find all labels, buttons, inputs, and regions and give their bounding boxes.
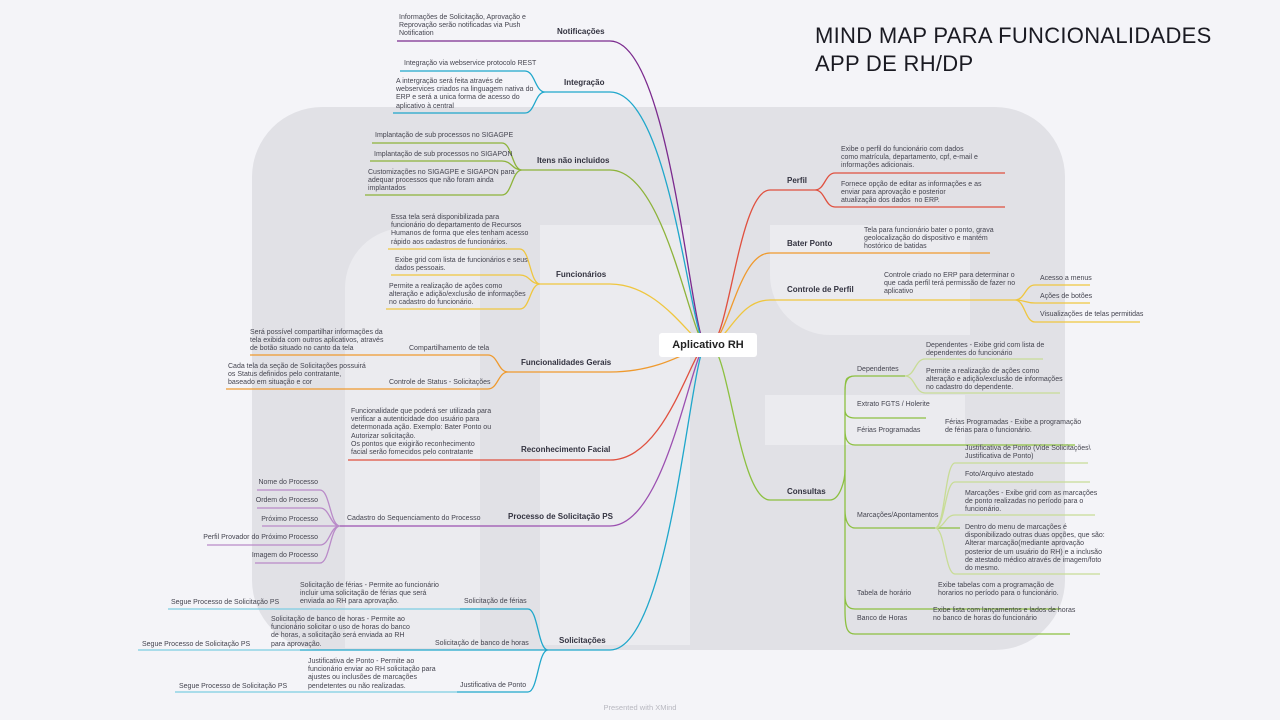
node-funcionarios[interactable]: Funcionários (556, 270, 607, 279)
node-text: Segue Processo de Solicitação PS (179, 683, 288, 690)
node-text: Essa tela será disponibilizada para func… (391, 214, 529, 246)
node-itens-nao-incluidos[interactable]: Itens não incluidos (537, 156, 610, 165)
node-text: A intergração será feita através de webs… (396, 78, 534, 110)
node-text: Segue Processo de Solicitação PS (171, 599, 280, 606)
node-text: Imagem do Processo (251, 552, 318, 559)
node-solicitacao-ferias[interactable]: Solicitação de férias (464, 598, 527, 605)
node-text: Será possível compartilhar informações d… (250, 329, 384, 353)
title-line-2: APP DE RH/DP (815, 51, 974, 76)
watermark-letter-shape (765, 395, 965, 445)
node-text: Implantação de sub processos no SIGAGPE (375, 132, 514, 139)
node-text: Ordem do Processo (255, 497, 318, 504)
node-text: Férias Programadas - Exibe a programação… (945, 419, 1082, 435)
branch-integracao (545, 91, 706, 346)
node-text: Nome do Processo (258, 479, 318, 486)
node-text: Solicitação de férias - Permite ao funci… (300, 582, 439, 606)
node-reconhecimento-facial[interactable]: Reconhecimento Facial (521, 445, 611, 454)
node-banco-horas[interactable]: Banco de Horas (857, 615, 908, 622)
node-cadastro-sequenciamento[interactable]: Cadastro do Sequenciamento do Processo (347, 515, 481, 522)
node-integracao[interactable]: Integração (564, 78, 605, 87)
node-text: Fornece opção de editar as informações e… (841, 181, 982, 205)
branch-bater-ponto (711, 252, 990, 346)
node-text: Cada tela da seção de Solicitações possu… (228, 363, 366, 387)
node-text: Justificativa de Ponto (Vide Solicitaçõe… (965, 445, 1091, 461)
node-text: Marcações - Exibe grid com as marcações … (965, 490, 1098, 514)
node-text: Visualizações de telas permitidas (1040, 311, 1144, 318)
node-solicitacoes[interactable]: Solicitações (559, 636, 606, 645)
watermark-letter-shape (345, 228, 480, 648)
node-text: Exibe tabelas com a programação de horar… (938, 582, 1059, 598)
node-marcacoes[interactable]: Marcações/Apontamentos (857, 512, 939, 519)
node-text: Customizações no SIGAGPE e SIGAPON para … (368, 169, 515, 193)
page-title: MIND MAP PARA FUNCIONALIDADES APP DE RH/D… (815, 22, 1212, 78)
node-text: Integração via webservice protocolo REST (404, 60, 537, 67)
node-extrato-fgts[interactable]: Extrato FGTS / Holerite (857, 401, 930, 408)
node-text: Informações de Solicitação, Aprovação e … (399, 14, 526, 38)
node-justificativa-ponto[interactable]: Justificativa de Ponto (460, 682, 527, 689)
node-text: Foto/Arquivo atestado (965, 471, 1034, 478)
watermark-letter-shape (540, 225, 690, 645)
node-controle-status[interactable]: Controle de Status - Solicitações (389, 379, 491, 386)
node-text: Permite a realização de ações como alter… (389, 283, 526, 307)
branch-perfil (711, 189, 815, 346)
node-text: Tela para funcionário bater o ponto, gra… (864, 227, 994, 251)
node-text: Funcionalidade que poderá ser utilizada … (351, 408, 492, 457)
node-text: Implantação de sub processos no SIGAPON (374, 151, 513, 158)
node-notificacoes[interactable]: Notificações (557, 27, 605, 36)
node-text: Exibe o perfil do funcionário com dados … (841, 146, 978, 170)
footer-presented-with: Presented with XMind (603, 703, 677, 712)
root-node[interactable]: Aplicativo RH (659, 333, 757, 357)
node-compartilhamento[interactable]: Compartilhamento de tela (409, 345, 490, 352)
node-text: Exibe lista com lançamentos e lados de h… (933, 607, 1076, 623)
node-tabela-horario[interactable]: Tabela de horário (857, 590, 912, 597)
title-line-1: MIND MAP PARA FUNCIONALIDADES (815, 23, 1212, 48)
node-text: Segue Processo de Solicitação PS (142, 641, 251, 648)
node-ferias-programadas[interactable]: Férias Programadas (857, 427, 921, 434)
node-text: Solicitação de banco de horas - Permite … (271, 616, 410, 648)
node-processo-solicitacao[interactable]: Processo de Solicitação PS (508, 512, 613, 521)
node-text: Perfil Provador do Próximo Processo (203, 534, 318, 541)
node-text: Dependentes - Exibe grid com lista de de… (926, 342, 1045, 358)
node-controle-perfil[interactable]: Controle de Perfil (787, 285, 854, 294)
node-perfil[interactable]: Perfil (787, 176, 808, 185)
node-text: Próximo Processo (261, 516, 318, 523)
branch-processo (340, 344, 706, 527)
branch-notificacoes (397, 40, 706, 346)
node-text: Justificativa de Ponto - Permite ao func… (308, 658, 436, 690)
node-text: Acesso a menus (1040, 275, 1092, 282)
node-bater-ponto[interactable]: Bater Ponto (787, 239, 833, 248)
node-text: Permite a realização de ações como alter… (926, 368, 1063, 392)
node-dependentes[interactable]: Dependentes (857, 366, 899, 373)
branch-solicitacoes (548, 344, 706, 651)
node-text: Dentro do menu de marcações é disponibil… (965, 524, 1105, 573)
node-text: Ações de botões (1040, 293, 1093, 300)
node-consultas[interactable]: Consultas (787, 487, 826, 496)
node-text: Controle criado no ERP para determinar o… (884, 272, 1016, 296)
node-text: Exibe grid com lista de funcionários e s… (395, 257, 528, 273)
branch-controle (711, 299, 1015, 346)
watermark-letter-shape (770, 225, 970, 335)
branch-consultas (711, 344, 846, 501)
node-funcionalidades-gerais[interactable]: Funcionalidades Gerais (521, 358, 612, 367)
node-solicitacao-banco-horas[interactable]: Solicitação de banco de horas (435, 640, 529, 647)
